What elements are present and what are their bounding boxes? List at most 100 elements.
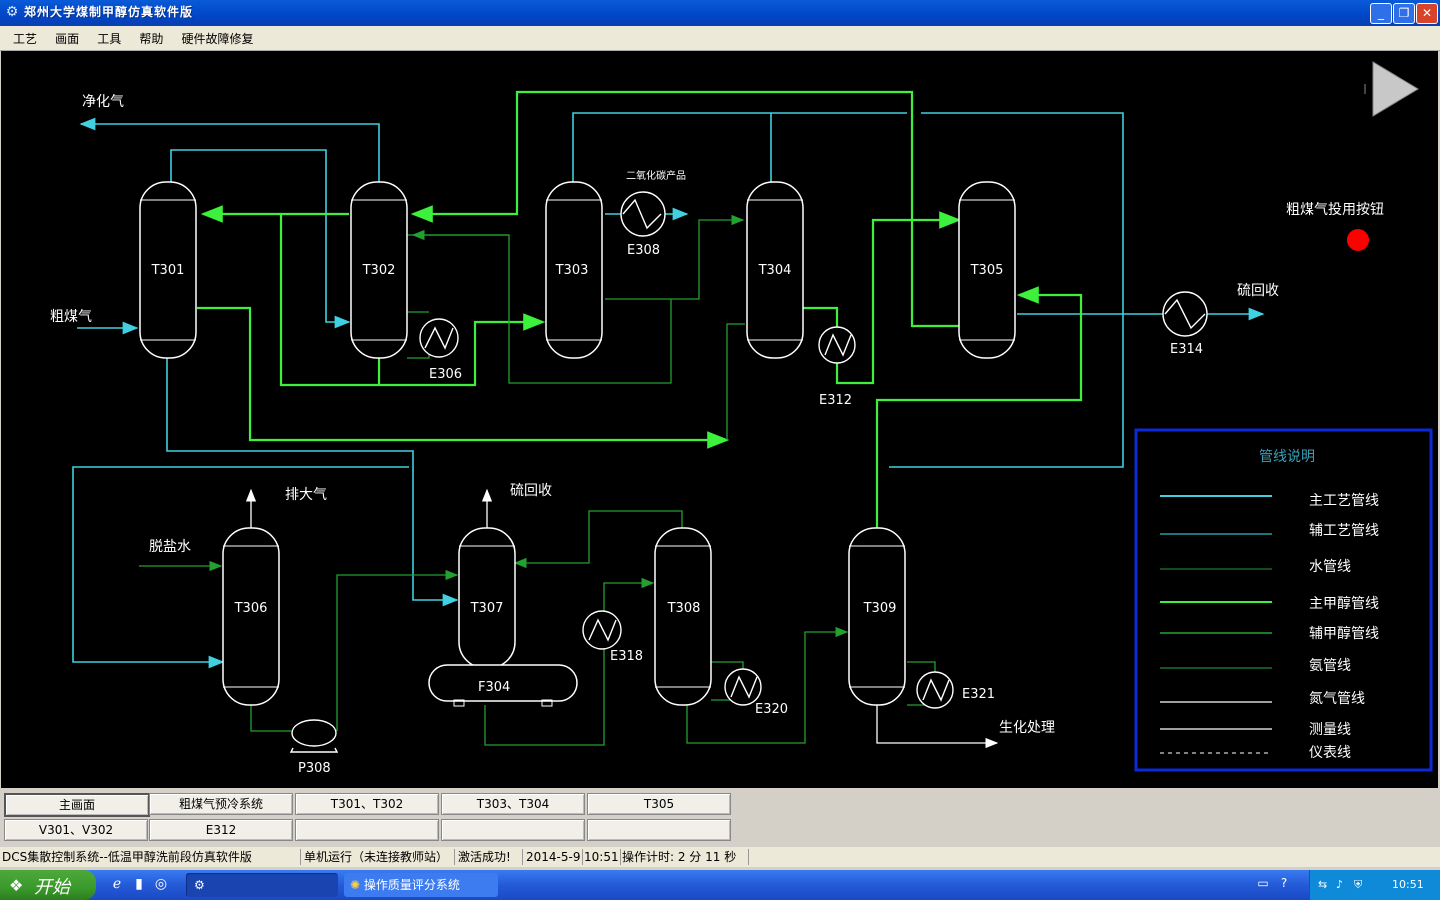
stream-label-biochem: 生化处理 <box>999 720 1055 736</box>
exchanger-label: E314 <box>1170 342 1203 357</box>
help-icon[interactable]: ? <box>1280 876 1288 890</box>
stream-label-co2: 二氧化碳产品 <box>626 169 686 182</box>
tower-label: T309 <box>863 601 897 616</box>
legend-item-label: 仪表线 <box>1309 745 1351 761</box>
status-bar: DCS集散控制系统--低温甲醇洗前段仿真软件版 单机运行（未连接教师站） 激活成… <box>0 847 1440 867</box>
app-gear-icon: ⚙ <box>5 4 19 20</box>
legend-item-label: 主工艺管线 <box>1309 493 1379 509</box>
menu-tools[interactable]: 工具 <box>97 32 122 46</box>
legend-title: 管线说明 <box>1259 449 1315 465</box>
taskbar-task-label: 操作质量评分系统 <box>363 878 460 892</box>
legend-box <box>1134 428 1433 772</box>
menu-process[interactable]: 工艺 <box>13 32 38 46</box>
nav-e312[interactable]: E312 <box>149 819 293 841</box>
title-bar: ⚙ 郑州大学煤制甲醇仿真软件版 _ ❐ ✕ <box>0 0 1440 26</box>
tank-f304 <box>428 664 578 702</box>
system-tray: ⇆ ♪ ⛨ 10:51 <box>1309 870 1440 900</box>
menu-help[interactable]: 帮助 <box>139 32 164 46</box>
tower-t308 <box>654 527 712 706</box>
raw-gas-toggle-button[interactable] <box>1347 229 1369 251</box>
raw-gas-button-label: 粗煤气投用按钮 <box>1286 202 1384 218</box>
status-system: DCS集散控制系统--低温甲醇洗前段仿真软件版 <box>0 849 301 865</box>
legend-item-label: 测量线 <box>1309 722 1351 738</box>
tower-t304 <box>746 181 804 359</box>
exchanger-label: E308 <box>627 243 660 258</box>
exchanger-e314 <box>1162 291 1208 337</box>
stream-label-sulfur-recovery-2: 硫回收 <box>510 483 552 499</box>
process-diagram: T301 T302 T303 T304 T305 T306 T307 T308 … <box>1 51 1438 788</box>
nav-empty-3[interactable] <box>587 819 731 841</box>
nav-t303-t304[interactable]: T303、T304 <box>441 793 585 815</box>
nav-v301-v302[interactable]: V301、V302 <box>4 819 148 841</box>
tank-label: F304 <box>478 680 510 695</box>
stream-label-raw-gas: 粗煤气 <box>50 309 92 325</box>
stream-label-vent: 排大气 <box>285 487 327 503</box>
menu-screen[interactable]: 画面 <box>55 32 80 46</box>
close-button[interactable]: ✕ <box>1416 3 1438 24</box>
exchanger-e320 <box>724 668 762 706</box>
taskbar-app-running[interactable]: ⚙ <box>186 873 338 897</box>
restore-button[interactable]: ❐ <box>1393 3 1415 24</box>
taskbar-task-scoring[interactable]: ✺ 操作质量评分系统 <box>344 873 498 897</box>
play-arrow-icon[interactable] <box>1372 61 1419 117</box>
menu-hardware-repair[interactable]: 硬件故障修复 <box>181 32 254 46</box>
tower-t301 <box>139 181 197 359</box>
tower-label: T302 <box>362 263 396 278</box>
tower-label: T304 <box>758 263 792 278</box>
start-label: 开始 <box>34 877 70 898</box>
windows-logo-icon: ❖ <box>9 876 24 895</box>
ie-icon[interactable]: ℯ <box>112 876 122 892</box>
exchanger-label: E312 <box>819 393 852 408</box>
app-gear-icon: ⚙ <box>194 878 205 892</box>
menu-bar: 工艺 画面 工具 帮助 硬件故障修复 <box>0 26 1440 51</box>
window-title: 郑州大学煤制甲醇仿真软件版 <box>24 5 194 19</box>
exchanger-e306 <box>419 318 459 358</box>
tower-t302 <box>350 181 408 359</box>
legend-item-label: 辅甲醇管线 <box>1309 625 1379 642</box>
nav-t305[interactable]: T305 <box>587 793 731 815</box>
exchanger-e308 <box>620 191 666 237</box>
nav-raw-gas-precool[interactable]: 粗煤气预冷系统 <box>149 793 293 815</box>
browser-icon[interactable]: ◎ <box>154 876 168 892</box>
status-timer: 操作计时: 2 分 11 秒 <box>620 849 749 865</box>
keyboard-icon[interactable]: ▭ <box>1257 876 1269 890</box>
nav-main-screen[interactable]: 主画面 <box>4 793 150 817</box>
tower-t303 <box>545 181 603 359</box>
status-mode: 单机运行（未连接教师站） <box>302 849 455 865</box>
tower-label: T301 <box>151 263 185 278</box>
volume-icon[interactable]: ♪ <box>1336 878 1344 891</box>
legend-item-label: 主甲醇管线 <box>1309 595 1379 612</box>
exchanger-label: E318 <box>610 649 643 664</box>
exchanger-e318 <box>582 610 622 650</box>
tower-label: T307 <box>470 601 504 616</box>
exchanger-e312 <box>818 326 856 364</box>
tower-t309 <box>848 527 906 706</box>
network-icon[interactable]: ⇆ <box>1318 878 1328 891</box>
legend-item-label: 氮气管线 <box>1309 691 1365 707</box>
tower-label: T305 <box>970 263 1004 278</box>
start-button[interactable]: ❖ 开始 <box>0 870 96 900</box>
quicklaunch-icon[interactable]: ▮ <box>135 876 143 892</box>
sun-icon: ✺ <box>350 878 361 892</box>
stream-label-purified-gas: 净化气 <box>82 94 124 110</box>
stream-label-desalted-water: 脱盐水 <box>149 539 191 555</box>
tower-label: T308 <box>667 601 701 616</box>
status-activation: 激活成功! <box>456 849 523 865</box>
exchanger-label: E321 <box>962 687 995 702</box>
tower-t305 <box>958 181 1016 359</box>
nav-t301-t302[interactable]: T301、T302 <box>295 793 439 815</box>
security-shield-icon[interactable]: ⛨ <box>1354 878 1363 891</box>
stream-label-sulfur-recovery-1: 硫回收 <box>1237 283 1279 299</box>
pump-label: P308 <box>298 761 331 776</box>
taskbar: ❖ 开始 ℯ ▮ ◎ ⚙ ✺ 操作质量评分系统 ▭ ? ⇆ ♪ ⛨ 10:51 <box>0 870 1440 900</box>
clock: 10:51 <box>1392 878 1424 891</box>
status-time: 10:51 <box>582 849 621 865</box>
legend-item-label: 辅工艺管线 <box>1309 523 1379 539</box>
legend-item-label: 氨管线 <box>1309 658 1351 674</box>
nav-empty-2[interactable] <box>441 819 585 841</box>
tower-label: T306 <box>234 601 268 616</box>
nav-empty-1[interactable] <box>295 819 439 841</box>
minimize-button[interactable]: _ <box>1370 3 1392 24</box>
status-date: 2014-5-9 <box>524 849 583 865</box>
tower-t307 <box>458 527 516 669</box>
